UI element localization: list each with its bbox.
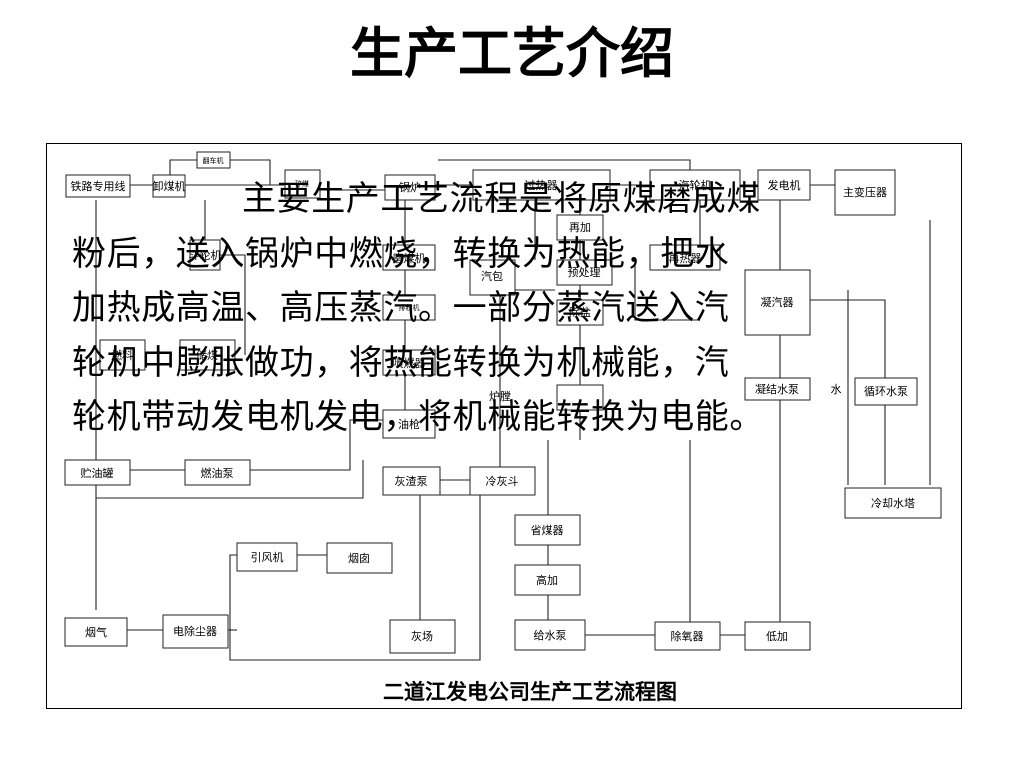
node-huichang (389, 619, 456, 654)
node-lutang-label: 炉膛 (489, 389, 511, 403)
node-ranyoubeng-label: 燃油泵 (201, 466, 234, 480)
node-shengmeiqi (514, 514, 581, 546)
node-xunhuan (854, 377, 918, 406)
node-dijia (744, 621, 811, 651)
node-tielu-label: 铁路专用线 (71, 179, 126, 193)
node-qilunji (649, 169, 741, 201)
node-yuchuli-label: 预处理 (568, 266, 601, 279)
node-ranliao-label: 燃料 (111, 348, 133, 362)
node-yanqi (64, 617, 128, 647)
node-shengjia-label: 再加 (569, 221, 591, 234)
node-shuoyu-label: 碎煤 (295, 179, 309, 188)
node-lengque-label: 冷却水塔 (871, 497, 915, 510)
node-gaoguo-label: 锅炉 (399, 181, 421, 194)
node-huizhabeng-label: 灰渣泵 (395, 474, 428, 488)
node-xunhuan-label: 循环水泵 (864, 385, 908, 398)
node-shengjia (556, 214, 604, 241)
node-qibao (469, 259, 516, 296)
node-doulun (189, 239, 221, 271)
node-yuqi-label: 油枪 (398, 417, 420, 431)
node-yinfengji-label: 引风机 (251, 550, 284, 564)
node-lengque (844, 487, 942, 519)
node-fanche (196, 151, 231, 169)
node-ningjie-label: 凝结水泵 (755, 382, 799, 396)
node-ranjiqi (472, 169, 611, 201)
node-chuyouguan-label: 贮油罐 (81, 466, 114, 480)
slide-title: 生产工艺介绍 (350, 21, 674, 85)
node-geishuibeng-label: 给水泵 (534, 629, 567, 642)
node-chuyan2 (556, 384, 604, 411)
node-doulun-label: 斗轮机 (189, 248, 222, 262)
node-shengmeiqi-label: 省煤器 (531, 524, 564, 537)
overlay-line-5: 轮机带动发电机发电，将机械能转换为电能。 (72, 397, 764, 437)
node-xiemei (152, 174, 186, 198)
node-zhubian-label: 主变压器 (843, 185, 887, 199)
overlay-line-4: 轮机中膨胀做功，将热能转换为机械能，汽 (72, 342, 730, 383)
overlay-paragraph: 主要生产工艺流程是将原煤磨成煤 粉后，送入锅炉中燃烧，转换为热能，把水 加热成高… (72, 172, 952, 445)
node-dianchuchen (162, 614, 229, 649)
node-ningqi (744, 269, 811, 336)
flow-nodes: 翻车机 铁路专用线 卸煤机 碎煤 斗轮机 锅炉 磨煤机 排粉机 喷燃器 油枪 过… (64, 151, 942, 654)
node-tielu (65, 174, 131, 198)
node-gaojia-label: 高加 (536, 573, 558, 587)
node-chuyan (556, 299, 604, 326)
node-chuyangqi-label: 除氧器 (671, 629, 704, 643)
diagram-frame (46, 143, 962, 709)
node-chuyouguan (64, 459, 131, 486)
node-chuyan-label: 除盐 (569, 305, 591, 319)
overlay-line-1: 主要生产工艺流程是将原煤磨成煤 (242, 179, 761, 219)
node-qilunji-label: 汽轮机 (679, 178, 712, 192)
node-yuchuli (556, 259, 613, 286)
diagram-caption: 二道江发电公司生产工艺流程图 (383, 679, 677, 704)
node-geishuibeng (514, 619, 586, 651)
node-shui-label: 水 (831, 383, 842, 396)
node-ningjie (744, 377, 811, 401)
node-shuoyu (284, 169, 321, 199)
node-penran (382, 349, 436, 376)
node-fanche-label: 翻车机 (203, 156, 224, 165)
node-mochu (382, 244, 436, 271)
node-gaoguo (384, 174, 436, 201)
node-ranliao (99, 339, 146, 371)
node-zaire (649, 244, 721, 271)
node-chuyangqi (654, 621, 721, 651)
node-dijia-label: 低加 (766, 630, 788, 643)
node-ranyoubeng (184, 459, 251, 486)
node-penran-label: 喷燃器 (393, 356, 426, 370)
node-yanqi-label: 烟气 (85, 625, 107, 639)
node-ningqi-label: 凝汽器 (761, 295, 794, 309)
node-chubu (179, 339, 236, 371)
node-yancong (326, 542, 393, 574)
node-yancong-label: 烟囱 (348, 551, 370, 565)
node-zaire-label: 再热器 (669, 252, 702, 265)
overlay-line-2: 粉后，送入锅炉中燃烧，转换为热能，把水 (72, 233, 730, 274)
node-gaojia (514, 564, 581, 596)
node-qibao-label: 汽包 (481, 269, 503, 283)
node-huichang-label: 灰场 (411, 629, 433, 643)
node-zhubian (834, 169, 896, 216)
node-fadianji-label: 发电机 (768, 178, 801, 192)
node-fadianji (757, 169, 811, 201)
node-yinfengji (236, 542, 298, 572)
node-yuqi (382, 409, 436, 439)
node-xiemei-label: 卸煤机 (153, 179, 186, 193)
node-dianchuchen-label: 电除尘器 (173, 624, 217, 638)
node-lenghuidou (469, 466, 536, 496)
node-chubu-label: 储煤 (196, 348, 218, 362)
node-lenghuidou-label: 冷灰斗 (486, 474, 519, 488)
node-ranjiqi-label: 过热器 (525, 179, 558, 192)
node-huizhabeng (382, 466, 441, 496)
node-paifenji-label: 排粉机 (399, 303, 420, 312)
node-paifenji (382, 294, 436, 321)
overlay-line-3: 加热成高温、高压蒸汽。一部分蒸汽送入汽 (72, 288, 730, 328)
node-mochu-label: 磨煤机 (393, 251, 426, 265)
